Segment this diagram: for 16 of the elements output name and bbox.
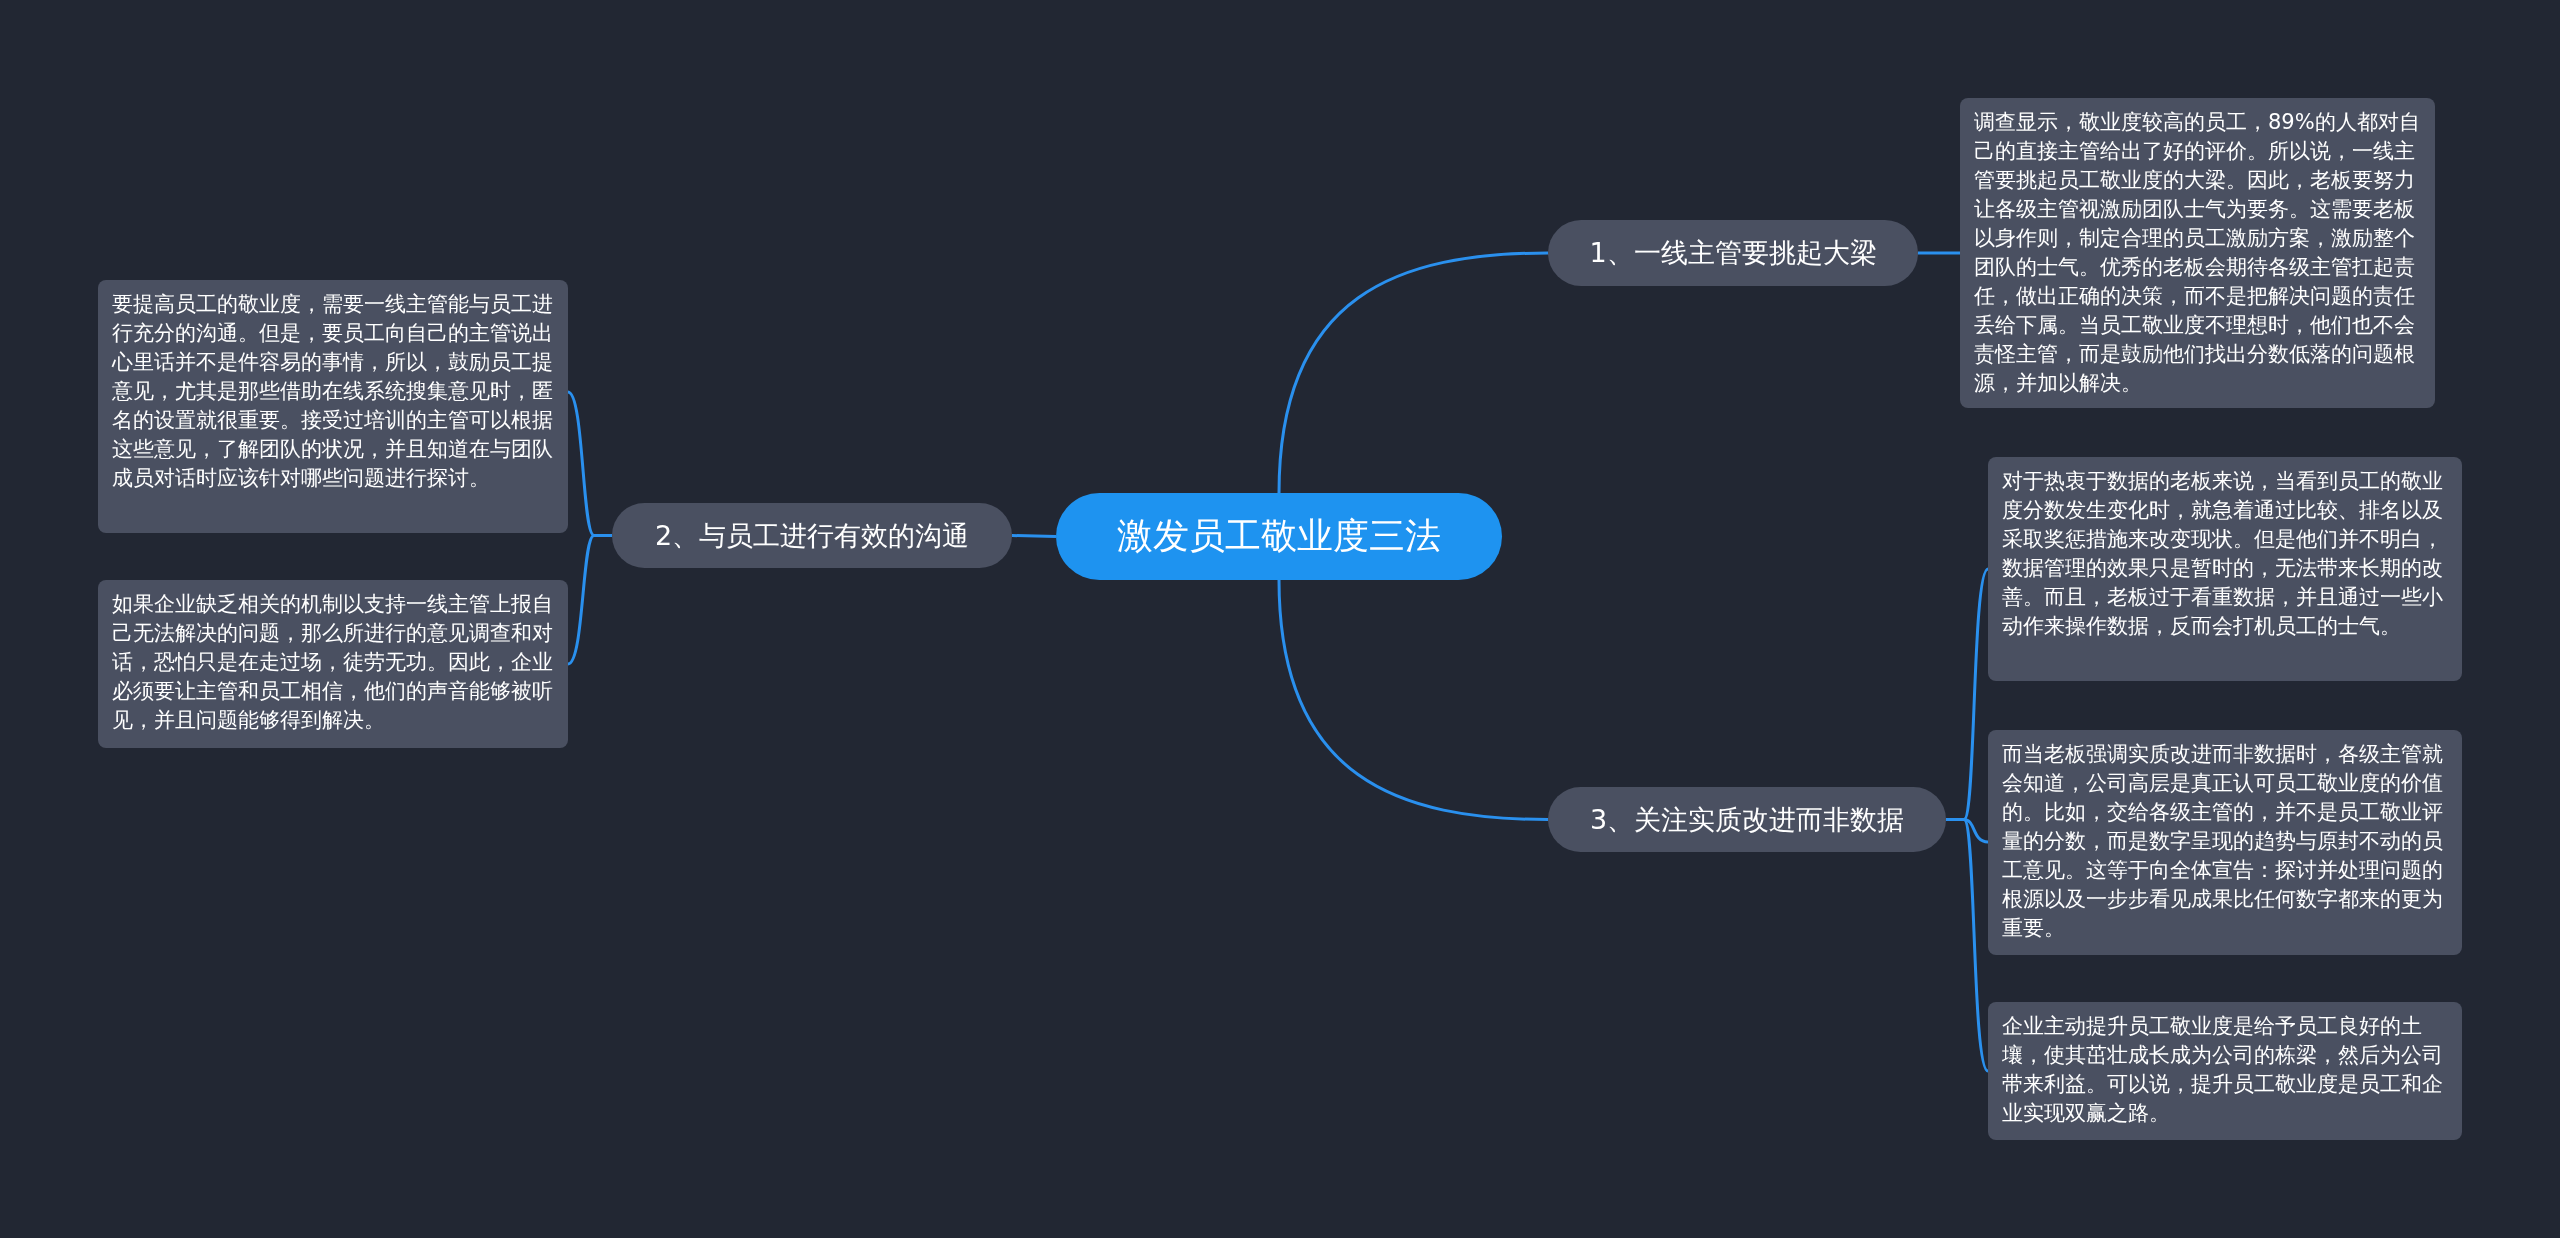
connector-line <box>1918 251 1960 255</box>
connector-line <box>1011 534 1057 538</box>
note-box: 对于热衷于数据的老板来说，当看到员工的敬业度分数发生变化时，就急着通过比较、排名以及采取奖惩措施来改变现状。但是他们并不明白，数据管理的效果只是暂时的，无法带来长期的改善。而且，老板过于看重数据，并且通过一些小动作来操作数据，反而会打机员工的士气。 <box>1988 457 2462 681</box>
central-topic: 激发员工敬业度三法 <box>1056 493 1502 580</box>
connector-line <box>567 534 612 666</box>
topic-pill: 2、与员工进行有效的沟通 <box>612 503 1012 568</box>
note-box: 而当老板强调实质改进而非数据时，各级主管就会知道，公司高层是真正认可员工敬业度的价值的。比如，交给各级主管的，并不是员工敬业评量的分数，而是数字呈现的趋势与原封不动的员工意见。这等于向全体宣告：探讨并处理问题的根源以及一步步看见成果比任何数字都来的更为重要。 <box>1988 730 2462 955</box>
note-box: 要提高员工的敬业度，需要一线主管能与员工进行充分的沟通。但是，要员工向自己的主管说出心里话并不是件容易的事情，所以，鼓励员工提意见，尤其是那些借助在线系统搜集意见时，匿名的设置就很重要。接受过培训的主管可以根据这些意见，了解团队的状况，并且知道在与团队成员对话时应该针对哪些问题进行探讨。 <box>98 280 568 533</box>
connector-line <box>1277 251 1549 494</box>
note-box: 调查显示，敬业度较高的员工，89%的人都对自己的直接主管给出了好的评价。所以说，一线主管要挑起员工敬业度的大梁。因此，老板要努力让各级主管视激励团队士气为要务。这需要老板以身作则，制定合理的员工激励方案，激励整个团队的士气。优秀的老板会期待各级主管扛起责任，做出正确的决策，而不是把解决问题的责任丢给下属。当员工敬业度不理想时，他们也不会责怪主管，而是鼓励他们找出分数低落的问题根源，并加以解决。 <box>1960 98 2435 408</box>
topic-pill: 1、一线主管要挑起大梁 <box>1548 220 1918 286</box>
note-box: 企业主动提升员工敬业度是给予员工良好的土壤，使其茁壮成长成为公司的栋梁，然后为公司带来利益。可以说，提升员工敬业度是员工和企业实现双赢之路。 <box>1988 1002 2462 1140</box>
connector-line <box>1277 579 1549 821</box>
connector-line <box>1946 818 1990 1072</box>
topic-pill: 3、关注实质改进而非数据 <box>1548 787 1946 852</box>
note-box: 如果企业缺乏相关的机制以支持一线主管上报自己无法解决的问题，那么所进行的意见调查和对话，恐怕只是在走过场，徒劳无功。因此，企业必须要让主管和员工相信，他们的声音能够被听见，并且问题能够得到解决。 <box>98 580 568 748</box>
